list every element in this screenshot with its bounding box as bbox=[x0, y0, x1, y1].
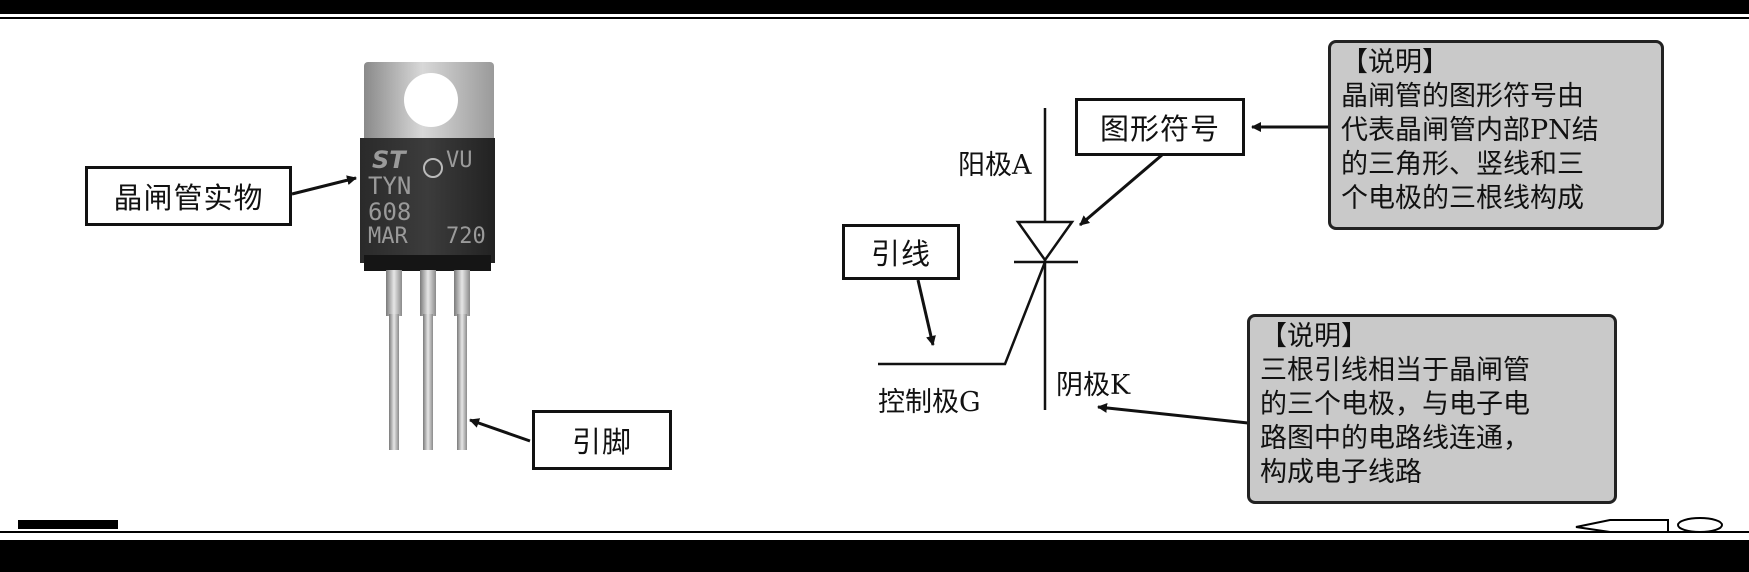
label-device: 晶闸管实物 bbox=[85, 166, 292, 226]
device-marking-line1: TYN bbox=[368, 172, 412, 200]
pencil-decoration bbox=[1575, 517, 1723, 533]
note-symbol: 【说明】 晶闸管的图形符号由 代表晶闸管内部PN结 的三角形、竖线和三 个电极的… bbox=[1328, 40, 1664, 230]
bottom-accent bbox=[18, 520, 118, 529]
note-leads-title: 【说明】 bbox=[1260, 321, 1368, 352]
note-leads: 【说明】 三根引线相当于晶闸管 的三个电极，与电子电 路图中的电路线连通， 构成… bbox=[1247, 314, 1617, 504]
note-leads-text: 三根引线相当于晶闸管 的三个电极，与电子电 路图中的电路线连通， 构成电子线路 bbox=[1260, 355, 1530, 488]
arrow-leads-label bbox=[916, 279, 936, 346]
device-marking-line3: MAR bbox=[368, 224, 408, 249]
lead-2 bbox=[423, 314, 433, 450]
thyristor-photo bbox=[356, 62, 496, 450]
bottom-bar bbox=[0, 540, 1749, 572]
arrow-note-leads bbox=[1097, 402, 1249, 425]
arrow-device-label bbox=[291, 175, 357, 196]
lead-3 bbox=[457, 314, 467, 450]
lead-1 bbox=[389, 314, 399, 450]
gate-label: 控制极G bbox=[878, 387, 981, 418]
device-marking-code: 720 bbox=[446, 224, 486, 249]
anode-label: 阳极A bbox=[958, 150, 1032, 181]
label-pins: 引脚 bbox=[532, 410, 672, 470]
thyristor-symbol bbox=[878, 108, 1078, 410]
device-marking-vu: VU bbox=[446, 148, 473, 173]
note-symbol-title: 【说明】 bbox=[1341, 47, 1449, 78]
device-marking-logo: ST bbox=[372, 146, 406, 174]
label-leads: 引线 bbox=[842, 224, 960, 280]
device-marking-line2: 608 bbox=[368, 198, 412, 226]
arrow-pins-label bbox=[469, 418, 531, 443]
cathode-label: 阴极K bbox=[1056, 370, 1131, 401]
arrow-symbol-label bbox=[1079, 153, 1163, 227]
label-symbol: 图形符号 bbox=[1075, 98, 1245, 156]
note-symbol-text: 晶闸管的图形符号由 代表晶闸管内部PN结 的三角形、竖线和三 个电极的三根线构成 bbox=[1341, 81, 1599, 214]
top-bar bbox=[0, 0, 1749, 14]
